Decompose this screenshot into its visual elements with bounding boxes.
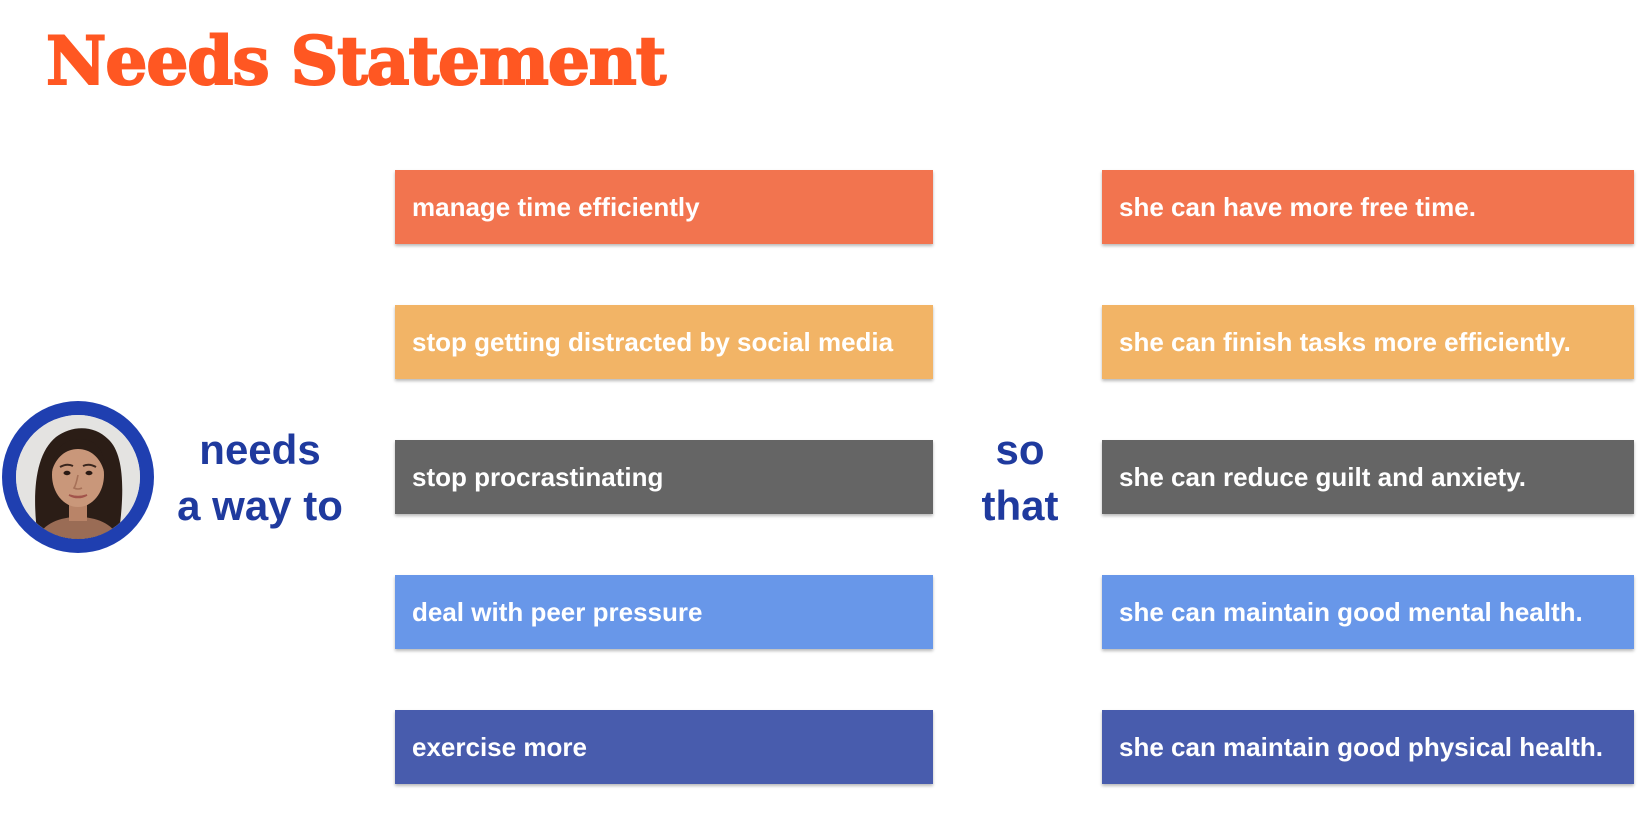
connector-line: needs <box>199 426 321 473</box>
outcome-box: she can have more free time. <box>1102 170 1634 244</box>
outcome-box: she can finish tasks more efficiently. <box>1102 305 1634 379</box>
connector-line: a way to <box>177 482 343 529</box>
persona-avatar <box>2 401 154 553</box>
need-box: stop procrastinating <box>395 440 933 514</box>
slide-title: Needs Statement <box>45 21 667 101</box>
connector-line: so <box>995 426 1045 473</box>
persona-portrait <box>16 415 140 539</box>
so-that-label: so that <box>955 422 1085 534</box>
outcome-box: she can maintain good physical health. <box>1102 710 1634 784</box>
need-box: exercise more <box>395 710 933 784</box>
outcome-box: she can reduce guilt and anxiety. <box>1102 440 1634 514</box>
needs-a-way-to-label: needs a way to <box>160 422 360 534</box>
portrait-illustration <box>16 415 140 539</box>
connector-line: that <box>981 482 1059 529</box>
need-box: stop getting distracted by social media <box>395 305 933 379</box>
outcome-box: she can maintain good mental health. <box>1102 575 1634 649</box>
need-box: manage time efficiently <box>395 170 933 244</box>
need-box: deal with peer pressure <box>395 575 933 649</box>
